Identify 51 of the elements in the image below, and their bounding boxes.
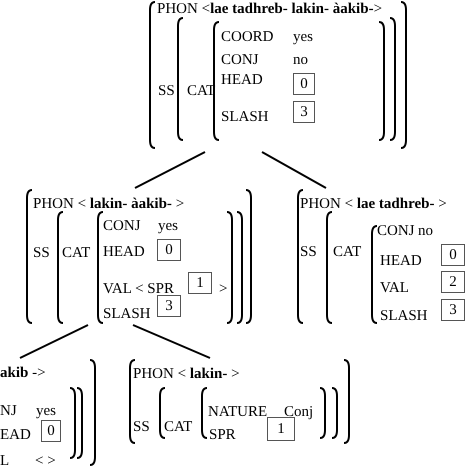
phon-feature: PHON < lae tadhreb- > bbox=[300, 195, 447, 213]
feature-label: L bbox=[0, 452, 10, 467]
feature-label: VAL < SPR bbox=[103, 280, 174, 298]
feature-label: yes bbox=[293, 28, 313, 46]
feature-label: SPR bbox=[209, 426, 236, 444]
tag-box: 0 bbox=[157, 239, 181, 261]
feature-label: HEAD bbox=[103, 243, 145, 261]
feature-label: SS bbox=[33, 244, 50, 262]
feature-label: CAT bbox=[187, 82, 216, 100]
feature-label: HEAD bbox=[221, 71, 263, 89]
tag-box: 0 bbox=[41, 420, 61, 442]
feature-label: CAT bbox=[164, 418, 192, 436]
feature-label: yes bbox=[36, 402, 56, 420]
phon-feature: PHON < lakin- > bbox=[133, 365, 240, 383]
tag-box: 0 bbox=[293, 73, 315, 95]
feature-label: < > bbox=[35, 452, 56, 467]
feature-label: no bbox=[293, 51, 308, 69]
feature-label: CAT bbox=[333, 243, 362, 261]
feature-label: SLASH bbox=[103, 305, 151, 323]
feature-label: SS bbox=[133, 418, 150, 436]
tag-box: 1 bbox=[267, 417, 295, 441]
phon-feature: PHON < lakin- àakib- > bbox=[33, 195, 184, 213]
tag-box: 1 bbox=[188, 272, 212, 294]
feature-label: NJ bbox=[0, 402, 17, 420]
feature-label: CAT bbox=[62, 244, 90, 262]
feature-label: SS bbox=[300, 243, 317, 261]
feature-label: no bbox=[418, 222, 433, 240]
tag-box: 2 bbox=[441, 271, 465, 293]
feature-label: akib -> bbox=[0, 364, 46, 382]
tag-box: 3 bbox=[441, 299, 465, 321]
feature-label: CONJ bbox=[103, 217, 141, 235]
tree-branch-line bbox=[132, 324, 210, 359]
tag-box: 3 bbox=[157, 295, 181, 317]
tree-branch-line bbox=[134, 151, 206, 189]
feature-label: SLASH bbox=[380, 307, 428, 325]
feature-label: > bbox=[219, 280, 228, 298]
tree-branch-line bbox=[20, 324, 88, 359]
feature-label: EAD bbox=[0, 426, 31, 444]
tree-branch-line bbox=[262, 151, 326, 189]
feature-label: yes bbox=[158, 217, 178, 235]
tag-box: 0 bbox=[441, 244, 465, 266]
feature-label: SS bbox=[158, 82, 175, 100]
feature-label: SLASH bbox=[221, 108, 269, 126]
phon-feature: PHON <lae tadhreb- lakin- àakib-> bbox=[157, 0, 382, 18]
feature-label: HEAD bbox=[380, 252, 422, 270]
feature-label: VAL bbox=[380, 279, 409, 297]
tag-box: 3 bbox=[293, 101, 315, 123]
feature-label: NATURE bbox=[208, 403, 268, 421]
feature-label: CONJ bbox=[221, 51, 259, 69]
feature-label: CONJ bbox=[377, 222, 415, 240]
feature-label: COORD bbox=[221, 28, 274, 46]
